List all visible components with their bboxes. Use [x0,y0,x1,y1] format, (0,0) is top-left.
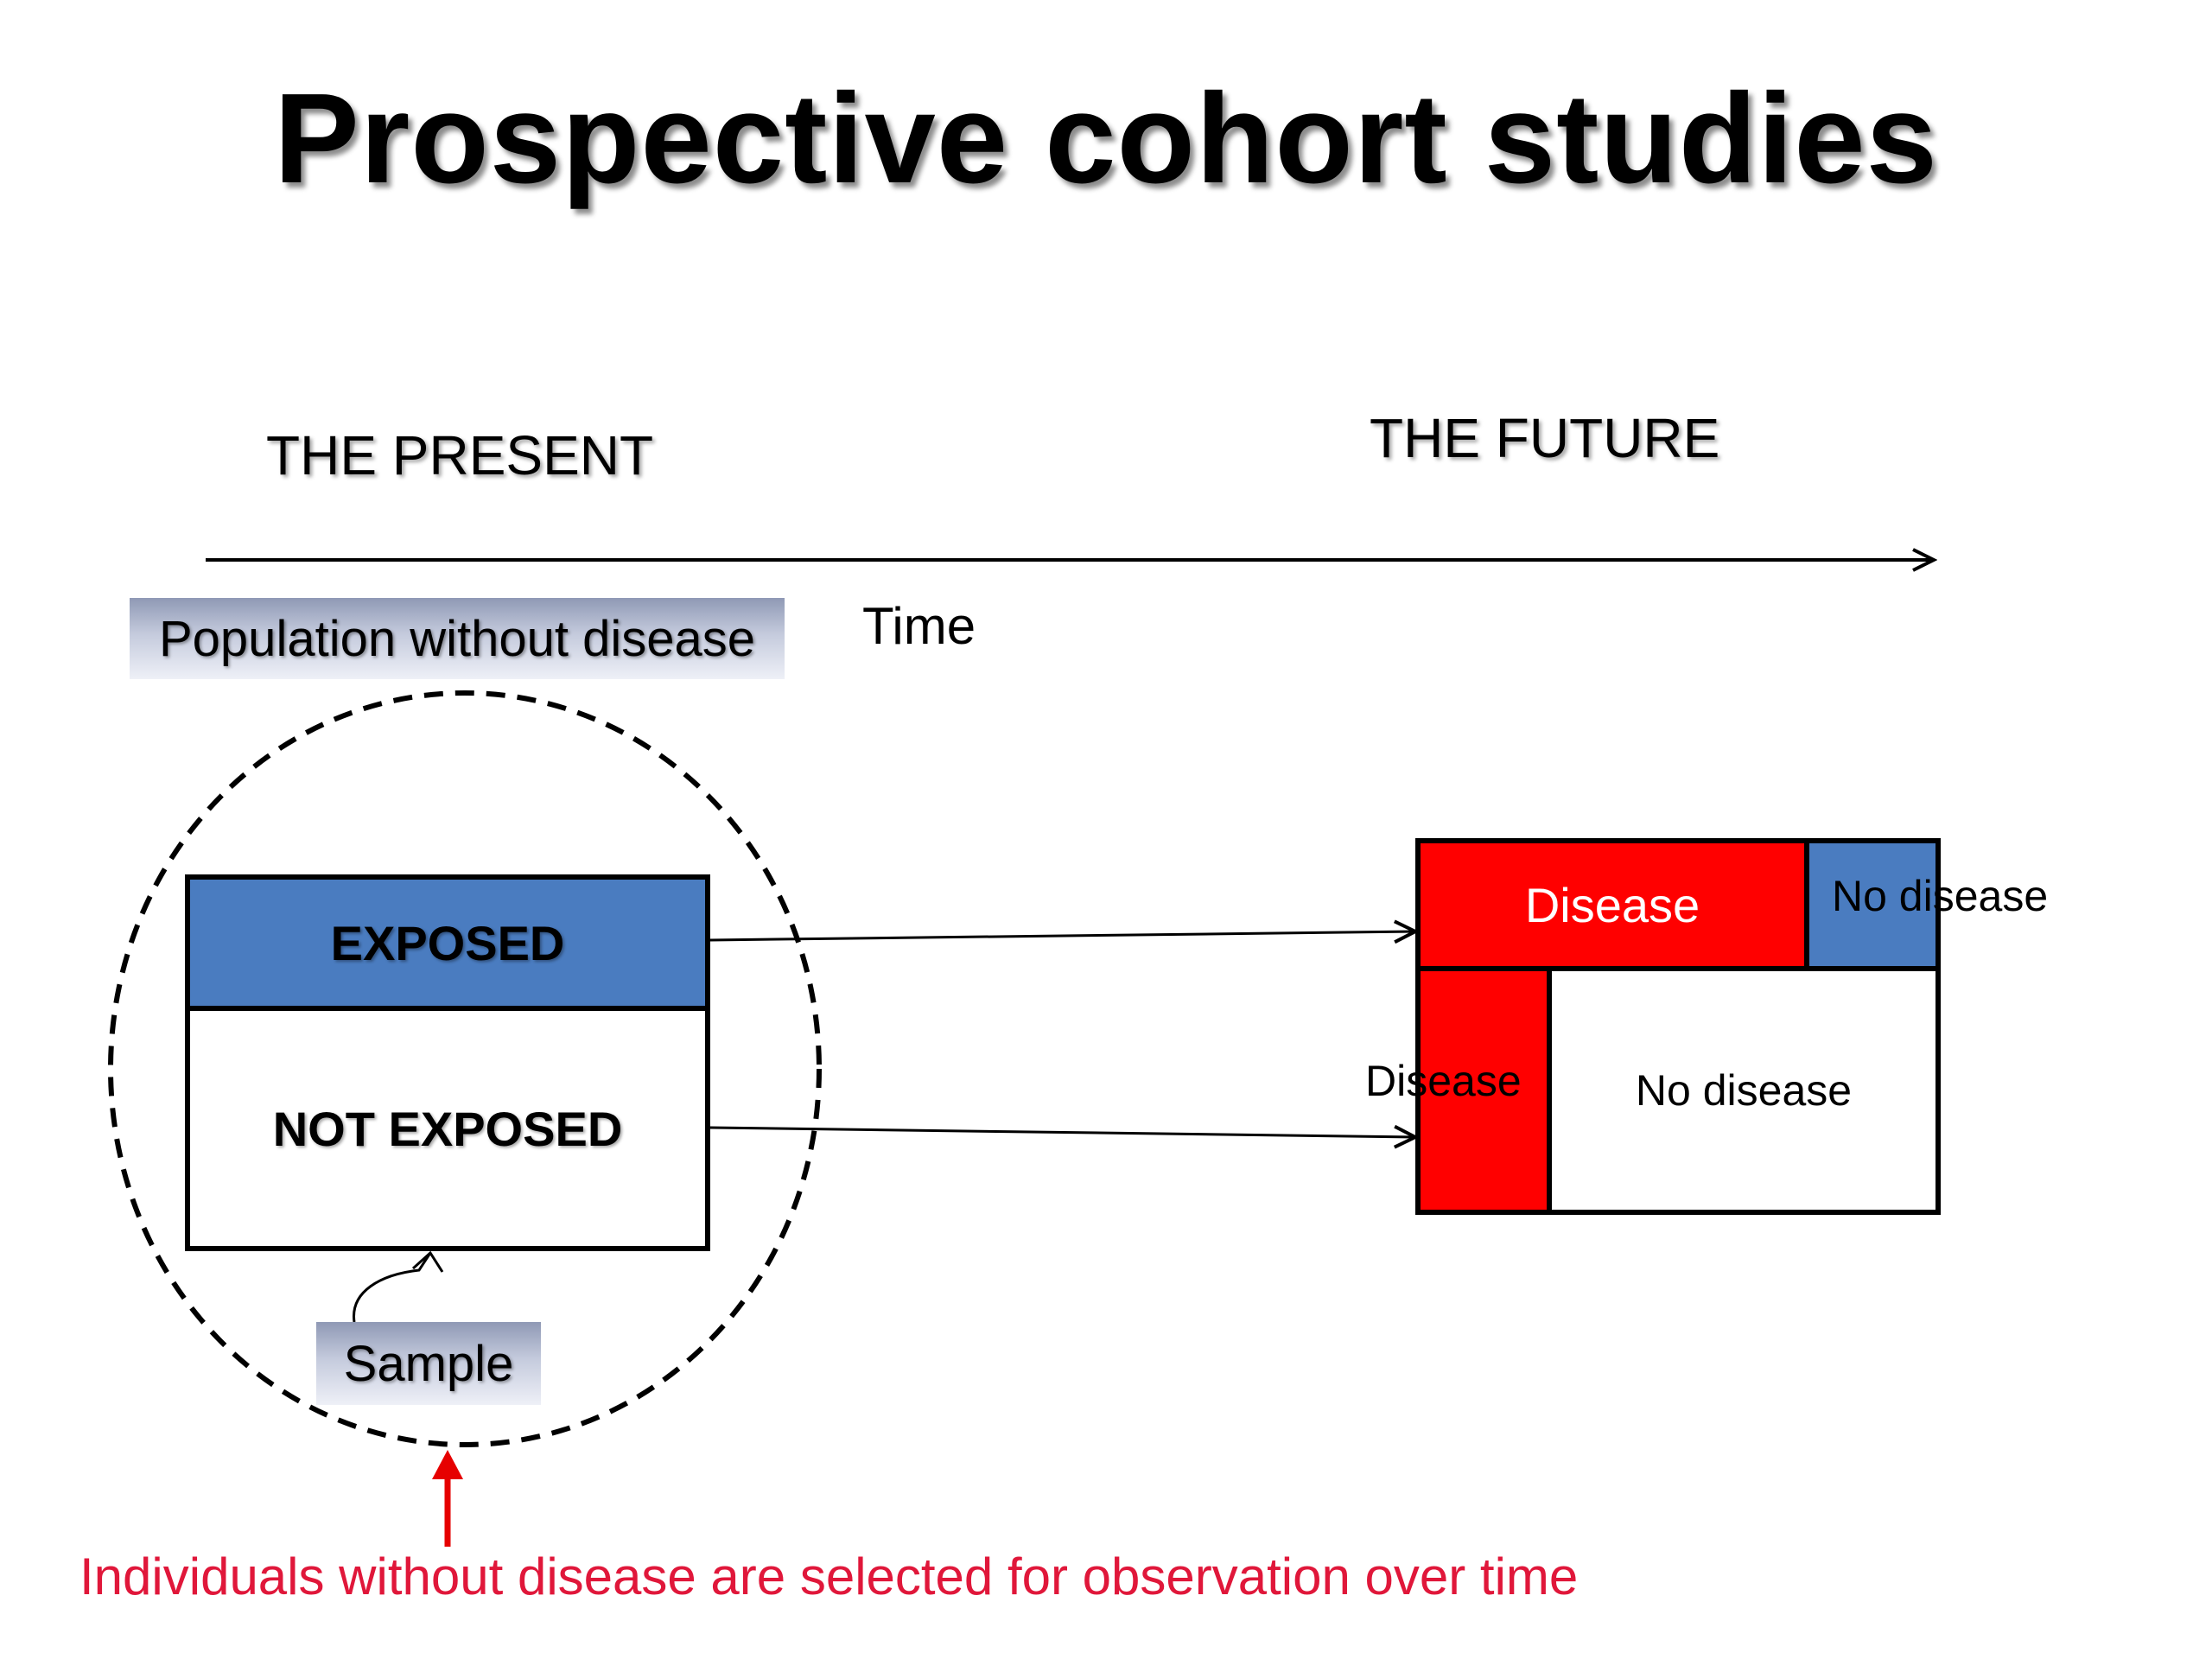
sample-label: Sample [316,1322,541,1405]
not-exposed-no-disease-cell: No disease [1547,966,1941,1215]
exposed-no-disease-label: No disease [1832,872,2049,920]
exposed-disease-cell: Disease [1415,838,1809,971]
not-exposed-disease-cell [1415,966,1552,1215]
selection-arrowhead [432,1450,463,1479]
exposed-group: EXPOSED [185,874,710,1011]
exposed-no-disease-cell [1804,838,1941,971]
future-heading: THE FUTURE [1370,407,1720,469]
selection-caption: Individuals without disease are selected… [79,1548,1579,1605]
population-label: Population without disease [130,598,785,679]
sample-arrowhead [411,1250,444,1273]
not-exposed-follow-up-arrow [709,1128,1415,1137]
page-title: Prospective cohort studies [274,67,1938,210]
time-label: Time [862,597,976,655]
not-exposed-disease-label: Disease [1365,1057,1522,1105]
sample-arrow [353,1252,432,1323]
not-exposed-group: NOT EXPOSED [185,1006,710,1251]
exposed-follow-up-arrow [709,931,1415,940]
present-heading: THE PRESENT [266,424,654,486]
population-circle [108,690,822,1447]
